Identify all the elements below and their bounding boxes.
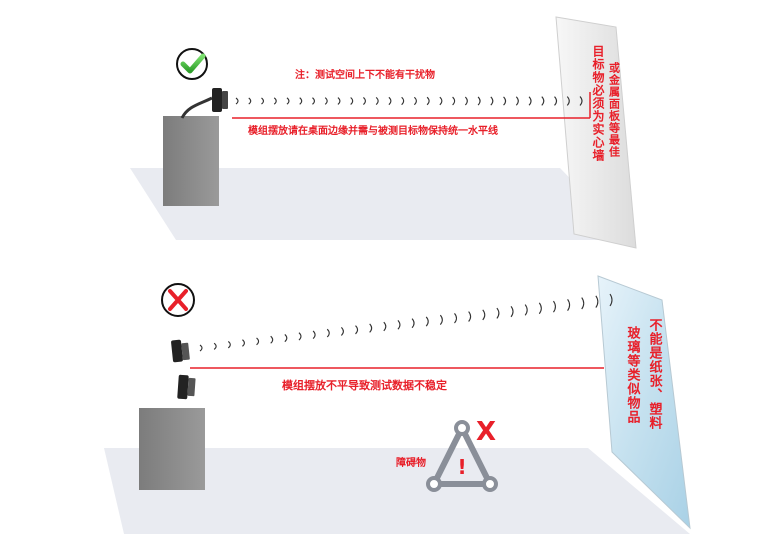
signal-wave-arc [515,96,519,106]
signal-wave-arc [411,318,415,329]
signal-wave-arc [528,96,532,106]
obstacle-label: 障碍物 [396,456,426,469]
signal-wave-arc [324,97,328,105]
signal-wave-arc [503,96,507,106]
signal-wave-arc [199,344,203,352]
signal-wave-arc [567,298,571,311]
signal-wave-arc [490,96,494,106]
signal-wave-arc [464,96,468,106]
signal-wave-arc [326,328,330,338]
signal-wave-arc [298,332,302,341]
bottom-warning-label: 模组摆放不平导致测试数据不稳定 [282,378,447,392]
signal-wave-arc [401,96,405,106]
obstacle-cross-mark: X [476,417,496,447]
signal-wave-arc [413,96,417,106]
signal-wave-arc [397,320,401,330]
bottom-target-prohibition-1: 不能是纸张、塑料 [647,318,664,430]
signal-wave-arc [439,314,443,325]
signal-wave-arc [213,342,217,350]
signal-wave-arc [538,302,542,315]
signal-wave-arc [312,330,316,339]
signal-wave-arc [375,96,379,106]
signal-wave-arc [524,304,528,316]
signal-wave-arc [337,97,341,105]
signal-wave-arc [355,325,359,335]
sensor-module-upper [171,339,190,363]
signal-wave-arc [270,335,274,344]
signal-wave-arc [388,96,392,106]
signal-wave-arc [477,96,481,106]
signal-wave-arc [426,96,430,106]
signal-wave-arc [273,97,277,105]
signal-wave-arc [363,97,366,105]
signal-wave-arc [369,323,373,333]
signal-wave-arc [350,97,354,105]
glass-target [597,275,691,530]
signal-wave-arc [541,96,545,106]
signal-wave-arc [609,293,613,307]
module-stand [139,408,205,490]
sensor-module [212,88,228,112]
signal-wave-arc [468,311,472,322]
cross-icon [161,283,195,317]
module-stand [163,116,219,206]
signal-wave-arc [235,97,239,105]
signal-wave-arc [227,341,231,349]
top-panel: 注：测试空间上下不能有干扰物 模组摆放请在桌面边缘并需与被测目标物保持统一水平线… [130,16,637,249]
signal-wave-arc [248,97,252,105]
top-floor [130,168,630,240]
top-placement-rule-label: 模组摆放请在桌面边缘并需与被测目标物保持统一水平线 [248,124,498,137]
signal-wave-arc [482,309,486,321]
signal-wave-arc [340,327,344,336]
top-target-preference-label: 或金属面板等最佳 [608,61,622,158]
signal-wave-arc [554,96,558,106]
bottom-floor [104,448,690,534]
solid-wall-target [555,16,637,249]
signal-wave-arc [383,321,387,332]
signal-wave-arc [496,307,500,319]
signal-wave-arc [286,97,290,105]
check-icon [176,48,208,80]
sensor-cable [180,96,213,119]
signal-wave-arc [566,96,570,106]
obstacle-exclamation-icon: ! [457,455,466,479]
top-note-label: 注：测试空间上下不能有干扰物 [295,68,435,81]
signal-wave-arc [595,295,599,308]
top-signal-waves [235,96,583,106]
signal-wave-arc [439,96,443,106]
signal-wave-arc [284,334,288,343]
signal-wave-arc [581,297,585,310]
signal-wave-arc [242,339,245,347]
signal-wave-arc [452,96,456,106]
signal-wave-arc [256,337,260,346]
signal-wave-arc [454,312,458,324]
obstacle-icon [426,420,498,492]
signal-wave-arc [299,97,303,105]
bottom-target-prohibition-2: 玻璃等类似物品 [625,325,642,424]
signal-wave-arc [579,96,583,106]
signal-wave-arc [425,316,429,327]
signal-wave-arc [510,305,514,318]
signal-wave-arc [261,97,265,105]
sensor-module-lower [177,374,196,400]
signal-wave-arc [312,97,315,105]
top-target-requirement-label: 目标物必须为实心墙 [591,45,605,162]
bottom-signal-waves [199,293,613,352]
bottom-panel: ! X 模组摆放不平导致测试数据不稳定 障碍物 不能是纸张、塑料 玻璃等类似物品 [104,275,691,534]
signal-wave-arc [552,300,556,313]
